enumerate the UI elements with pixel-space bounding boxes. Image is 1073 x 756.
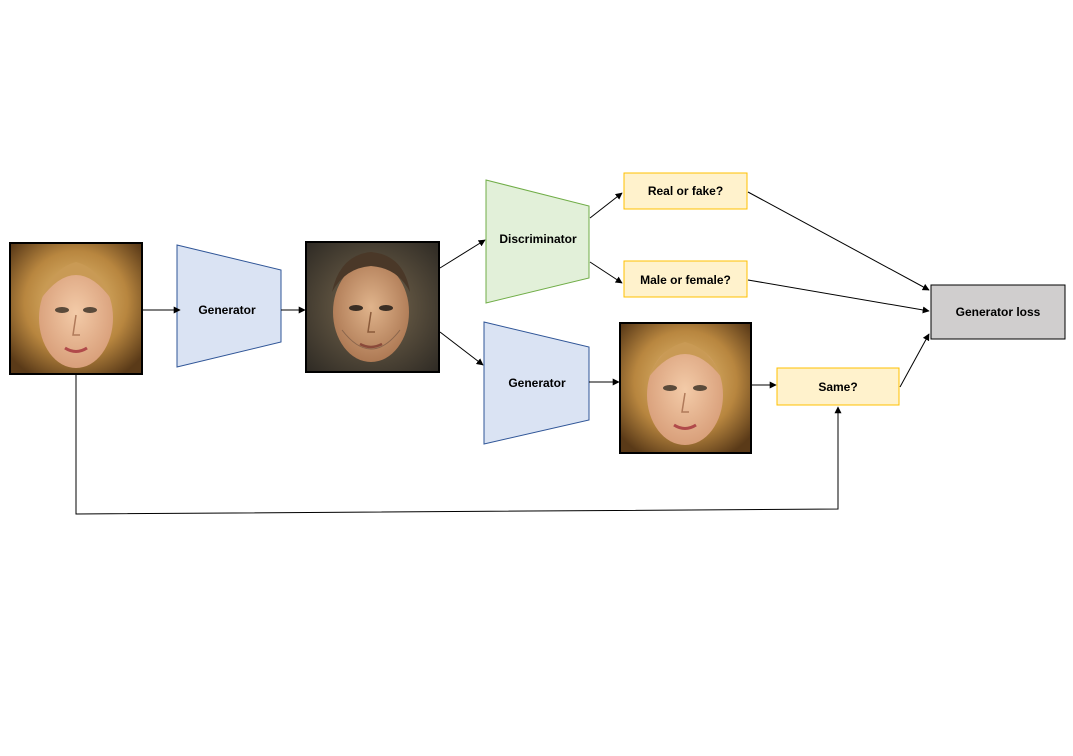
- same-box: Same?: [776, 367, 900, 406]
- generator-loss-box: Generator loss: [930, 284, 1066, 340]
- arrow-real-or-fake-to-loss: [747, 191, 930, 291]
- arrow-discriminator-to-male-or-female: [589, 261, 623, 284]
- arrow-same-to-loss: [899, 333, 930, 388]
- male-or-female-box: Male or female?: [623, 260, 748, 298]
- generator-2-block: Generator: [483, 321, 590, 445]
- arrow-input-to-same: [75, 375, 842, 515]
- reconstructed-face-image: [619, 322, 752, 454]
- arrow-discriminator-to-real-or-fake: [589, 192, 623, 219]
- discriminator-block: Discriminator: [485, 179, 590, 304]
- real-or-fake-label: Real or fake?: [648, 184, 723, 198]
- generator-1-label: Generator: [198, 303, 256, 317]
- generator-loss-label: Generator loss: [956, 305, 1041, 319]
- arrow-male-or-female-to-loss: [747, 279, 930, 314]
- real-or-fake-box: Real or fake?: [623, 172, 748, 210]
- discriminator-label: Discriminator: [499, 232, 577, 246]
- generator-1-block: Generator: [176, 244, 282, 368]
- arrow-generated-to-discriminator: [439, 239, 486, 269]
- generator-2-label: Generator: [508, 376, 566, 390]
- male-or-female-label: Male or female?: [640, 273, 731, 287]
- generator-2-shape: [483, 321, 590, 445]
- generated-face-image: [305, 241, 440, 373]
- discriminator-shape: [485, 179, 590, 304]
- generator-1-shape: [176, 244, 282, 368]
- same-label: Same?: [818, 380, 857, 394]
- arrow-generated-to-generator-2: [439, 331, 484, 366]
- input-face-image: [9, 242, 143, 375]
